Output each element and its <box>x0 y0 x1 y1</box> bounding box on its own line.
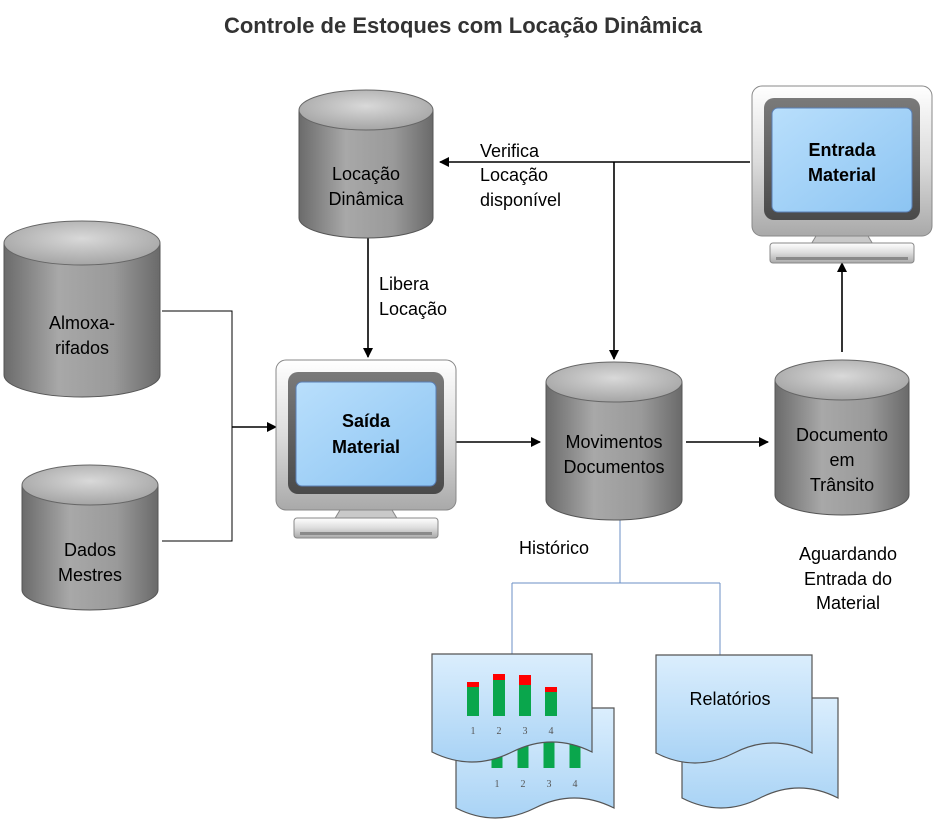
node-entrada-label-1: Entrada <box>808 140 876 160</box>
diagram-title: Controle de Estoques com Locação Dinâmic… <box>224 13 703 38</box>
back-chart-tick-label: 2 <box>521 779 526 790</box>
back-chart-bar-green-4 <box>569 744 581 768</box>
note-aguardando-2: Entrada do <box>804 569 892 589</box>
node-dados-label-1: Dados <box>64 540 116 560</box>
edge-sources-bracket <box>162 310 233 542</box>
back-chart-bar-green-3 <box>543 737 555 768</box>
node-saida-material: Saída Material <box>275 359 457 539</box>
node-grafico-documents: 1 2 3 4 1 2 3 4 <box>431 653 615 819</box>
node-relatorios-label: Relatórios <box>689 689 770 709</box>
front-chart-tick-label: 4 <box>549 726 554 737</box>
node-locacao-dinamica: Locação Dinâmica <box>298 89 434 239</box>
node-documento-transito: Documento em Trânsito <box>774 359 910 516</box>
node-locacao-label-1: Locação <box>332 164 400 184</box>
node-almox-label-2: rifados <box>55 338 109 358</box>
note-aguardando-1: Aguardando <box>799 544 897 564</box>
front-chart-bar-green-2 <box>493 680 505 716</box>
node-movimentos-label-1: Movimentos <box>565 432 662 452</box>
node-dados-label-2: Mestres <box>58 565 122 585</box>
node-entrada-label-2: Material <box>808 165 876 185</box>
node-saida-label-1: Saída <box>342 411 391 431</box>
note-aguardando-3: Material <box>816 593 880 613</box>
front-chart-bar-red-3 <box>519 675 531 685</box>
node-transito-label-2: em <box>829 450 854 470</box>
edge-libera-label-1: Libera <box>379 274 430 294</box>
back-chart-tick-label: 3 <box>547 779 552 790</box>
edge-verifica-label-1: Verifica <box>480 141 540 161</box>
front-chart-tick-label: 3 <box>523 726 528 737</box>
node-transito-label-3: Trânsito <box>810 475 874 495</box>
edge-historico-label: Histórico <box>519 538 589 558</box>
back-chart-tick-label: 4 <box>573 779 578 790</box>
node-transito-label-1: Documento <box>796 425 888 445</box>
front-chart-bar-red-2 <box>493 674 505 680</box>
node-entrada-material: Entrada Material <box>751 85 933 264</box>
edge-libera-label-2: Locação <box>379 299 447 319</box>
node-movimentos-documentos: Movimentos Documentos <box>545 361 683 521</box>
node-saida-label-2: Material <box>332 437 400 457</box>
back-chart-tick-label: 1 <box>495 779 500 790</box>
node-locacao-label-2: Dinâmica <box>328 189 404 209</box>
node-relatorios-documents: Relatórios <box>655 654 839 809</box>
node-dados-mestres: Dados Mestres <box>21 464 159 611</box>
node-almox-label-1: Almoxa- <box>49 313 115 333</box>
front-chart-tick-label: 2 <box>497 726 502 737</box>
front-chart-bar-red-4 <box>545 687 557 692</box>
front-chart-bar-green-3 <box>519 685 531 716</box>
front-chart-bar-red-1 <box>467 682 479 687</box>
edge-historico-tree <box>511 518 721 660</box>
front-chart-tick-label: 1 <box>471 726 476 737</box>
mini-chart-front: 1 2 3 4 <box>467 674 557 737</box>
front-chart-bar-green-1 <box>467 687 479 716</box>
front-chart-bar-green-4 <box>545 692 557 716</box>
edge-verifica-label-2: Locação <box>480 165 548 185</box>
node-movimentos-label-2: Documentos <box>563 457 664 477</box>
node-almoxarifados: Almoxa- rifados <box>3 220 161 398</box>
edge-verifica-label-3: disponível <box>480 190 561 210</box>
back-chart-bar-green-2 <box>517 732 529 768</box>
